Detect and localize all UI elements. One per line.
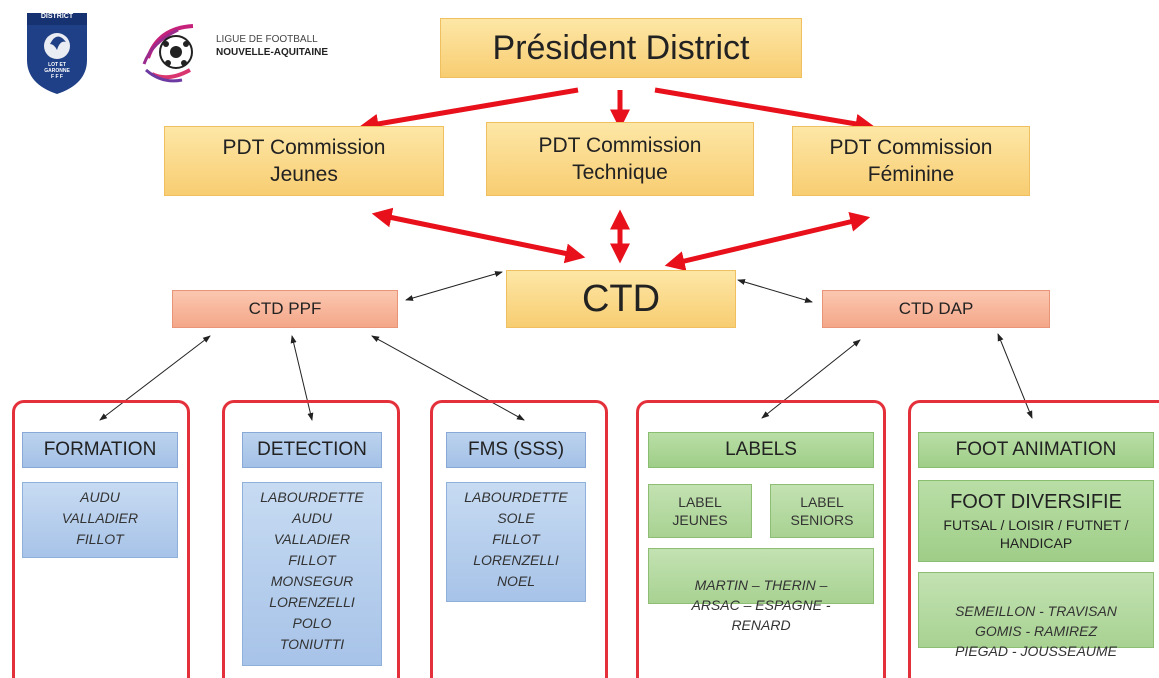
- arrow-dap-labels: [761, 339, 861, 419]
- president-box: Président District: [440, 18, 802, 78]
- ctd-dap-label: CTD DAP: [898, 299, 974, 318]
- foot-animation-names: SEMEILLON - TRAVISAN GOMIS - RAMIREZ PIE…: [918, 572, 1154, 659]
- fms-frame: [430, 400, 608, 678]
- label-jeunes-box: LABEL JEUNES: [648, 484, 752, 538]
- ctd-box: CTD: [506, 270, 736, 328]
- district-logo: DISTRICT LOT ET GARONNE F F F: [24, 10, 90, 96]
- arrow-ppf-detection: [290, 335, 314, 421]
- label-jeunes-text: LABEL JEUNES: [672, 494, 728, 528]
- commission-technique-label: PDT Commission Technique: [538, 134, 702, 184]
- formation-names: AUDU VALLADIER FILLOT: [22, 482, 178, 558]
- formation-frame: [12, 400, 190, 678]
- detection-title: DETECTION: [257, 439, 367, 460]
- label-seniors-text: LABEL SENIORS: [790, 494, 854, 528]
- ctd-ppf-label: CTD PPF: [248, 299, 322, 318]
- labels-names-text: MARTIN – THERIN – ARSAC – ESPAGNE - RENA…: [691, 577, 831, 633]
- ligue-ball-icon: [142, 24, 194, 83]
- commission-feminine-box: PDT Commission Féminine: [792, 126, 1030, 196]
- ligue-line1: LIGUE DE FOOTBALL: [216, 34, 318, 45]
- district-shield-icon: [27, 13, 87, 94]
- president-label: Président District: [492, 28, 750, 67]
- foot-animation-header: FOOT ANIMATION: [918, 432, 1154, 468]
- detection-frame: [222, 400, 400, 678]
- commission-jeunes-label: PDT Commission Jeunes: [222, 136, 386, 186]
- labels-names: MARTIN – THERIN – ARSAC – ESPAGNE - RENA…: [648, 548, 874, 633]
- arrow-jeunes-ctd: [371, 207, 586, 264]
- ctd-dap-box: CTD DAP: [822, 290, 1050, 328]
- district-logo-bottom: LOT ET GARONNE F F F: [44, 62, 70, 80]
- labels-title: LABELS: [725, 439, 797, 460]
- label-seniors-box: LABEL SENIORS: [770, 484, 874, 538]
- ctd-label: CTD: [581, 277, 661, 320]
- foot-diversifie-box: FOOT DIVERSIFIE FUTSAL / LOISIR / FUTNET…: [918, 480, 1154, 562]
- arrow-ctd-ppf: [405, 271, 503, 301]
- foot-animation-title: FOOT ANIMATION: [955, 439, 1117, 460]
- fms-title: FMS (SSS): [467, 439, 565, 460]
- arrow-ppf-fms: [371, 335, 525, 421]
- arrow-ctd-dap: [737, 279, 813, 303]
- district-logo-top: DISTRICT: [40, 13, 74, 20]
- labels-header: LABELS: [648, 432, 874, 468]
- foot-diversifie-sub: FUTSAL / LOISIR / FUTNET / HANDICAP: [943, 517, 1129, 551]
- arrow-feminine-ctd: [664, 211, 871, 271]
- ctd-ppf-box: CTD PPF: [172, 290, 398, 328]
- arrow-president-jeunes: [358, 87, 579, 134]
- arrow-ppf-formation: [99, 335, 211, 421]
- ligue-line2: NOUVELLE-AQUITAINE: [216, 47, 329, 58]
- foot-diversifie-title: FOOT DIVERSIFIE: [950, 491, 1122, 513]
- detection-names: LABOURDETTE AUDU VALLADIER FILLOT MONSEG…: [242, 482, 382, 666]
- formation-header: FORMATION: [22, 432, 178, 468]
- arrow-dap-footanimation: [997, 333, 1033, 419]
- commission-feminine-label: PDT Commission Féminine: [829, 136, 993, 186]
- foot-animation-names-text: SEMEILLON - TRAVISAN GOMIS - RAMIREZ PIE…: [955, 603, 1117, 659]
- labels-frame: [636, 400, 886, 678]
- commission-jeunes-box: PDT Commission Jeunes: [164, 126, 444, 196]
- commission-technique-box: PDT Commission Technique: [486, 122, 754, 196]
- ligue-logo: LIGUE DE FOOTBALL NOUVELLE-AQUITAINE: [138, 18, 368, 88]
- detection-header: DETECTION: [242, 432, 382, 468]
- fms-header: FMS (SSS): [446, 432, 586, 468]
- fms-names: LABOURDETTE SOLE FILLOT LORENZELLI NOEL: [446, 482, 586, 602]
- formation-title: FORMATION: [43, 439, 157, 460]
- foot-animation-frame: [908, 400, 1159, 678]
- arrow-president-feminine: [654, 87, 876, 134]
